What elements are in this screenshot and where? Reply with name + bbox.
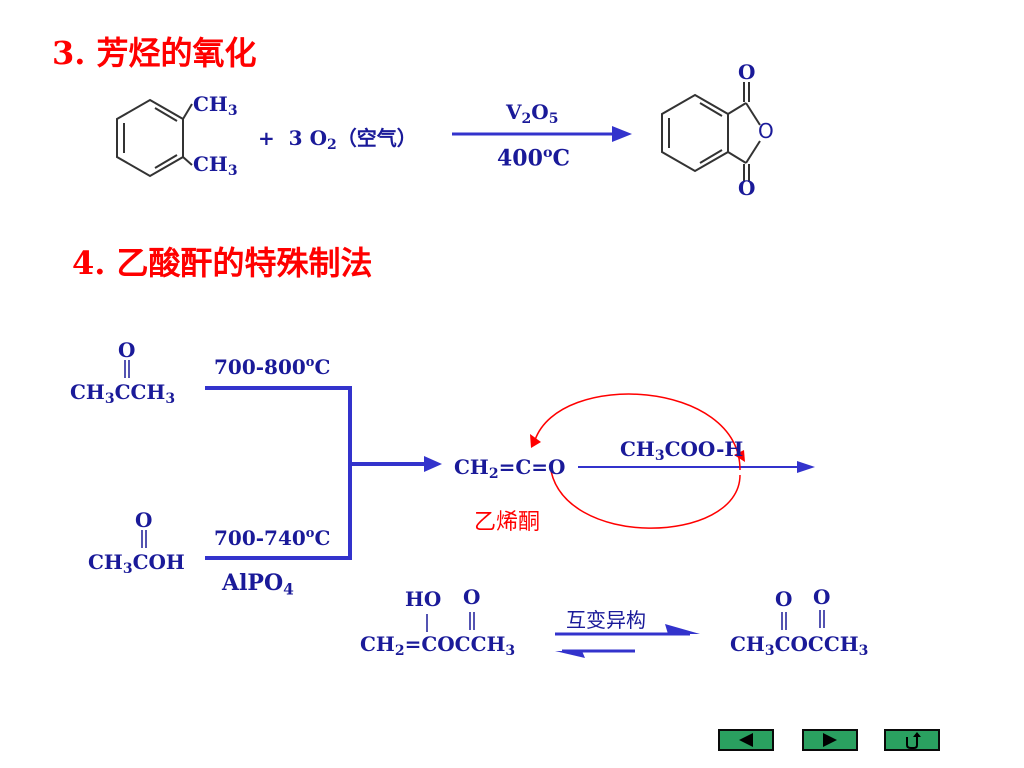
acetic-temperature: 700-740oC bbox=[214, 526, 331, 550]
ketene-name: 乙烯酮 bbox=[474, 510, 541, 535]
acetylation-arrow bbox=[578, 461, 815, 473]
temperature-label: 400oC bbox=[497, 145, 570, 172]
ketene-arrowhead bbox=[424, 456, 442, 472]
enol-hydroxyl: HO bbox=[405, 587, 442, 611]
acetone-temperature: 700-800oC bbox=[214, 355, 331, 379]
previous-slide-button[interactable] bbox=[718, 729, 774, 751]
anhydride-oxygen-2: O bbox=[813, 585, 831, 609]
anhydride-formula: CH3COCCH3 bbox=[730, 632, 869, 660]
product-oxygen-bottom: O bbox=[738, 176, 756, 200]
acetic-catalyst: AlPO4 bbox=[222, 570, 294, 599]
anhydride-oxygen-1: O bbox=[775, 587, 793, 611]
ketene-formula: CH2=C=O bbox=[454, 455, 566, 483]
next-slide-button[interactable] bbox=[802, 729, 858, 751]
acetone-formula: CH3CCH3 bbox=[70, 380, 176, 408]
reactant-methyl-bottom: CH3 bbox=[193, 152, 238, 180]
addition-curve bbox=[534, 393, 741, 529]
oxygen-reagent: + 3 O2（空气） bbox=[258, 126, 417, 154]
anhydride-bonds bbox=[781, 610, 825, 630]
enol-formula: CH2=COCCH3 bbox=[360, 632, 516, 660]
acetone-carbonyl bbox=[124, 360, 130, 378]
acetone-oxygen: O bbox=[118, 338, 136, 362]
reactant-methyl-top: CH3 bbox=[193, 92, 238, 120]
left-triangle-icon bbox=[720, 731, 772, 749]
o-xylene-ring bbox=[116, 98, 193, 178]
oxidation-arrow bbox=[452, 126, 632, 142]
converging-arrows bbox=[205, 386, 428, 560]
addition-arrowhead-2 bbox=[734, 450, 745, 462]
phthalic-anhydride bbox=[661, 82, 761, 182]
equilibrium-arrows bbox=[555, 624, 700, 658]
return-button[interactable] bbox=[884, 729, 940, 751]
tautomerism-label: 互变异构 bbox=[566, 608, 646, 632]
return-arrow-icon bbox=[886, 731, 938, 749]
enol-oxygen: O bbox=[463, 585, 481, 609]
acetic-oxygen: O bbox=[135, 508, 153, 532]
acetic-acid-reagent: CH3COO-H bbox=[620, 437, 744, 465]
acetic-formula: CH3COH bbox=[88, 550, 185, 578]
acetic-carbonyl bbox=[141, 530, 147, 548]
section-3-heading: 3. 芳烃的氧化 bbox=[52, 34, 257, 72]
product-ring-oxygen: O bbox=[758, 119, 774, 143]
addition-arrowhead bbox=[530, 434, 541, 448]
right-triangle-icon bbox=[804, 731, 856, 749]
catalyst-label: V2O5 bbox=[506, 100, 559, 128]
section-4-heading: 4. 乙酸酐的特殊制法 bbox=[72, 244, 373, 282]
product-oxygen-top: O bbox=[738, 60, 756, 84]
enol-bonds bbox=[426, 612, 475, 632]
